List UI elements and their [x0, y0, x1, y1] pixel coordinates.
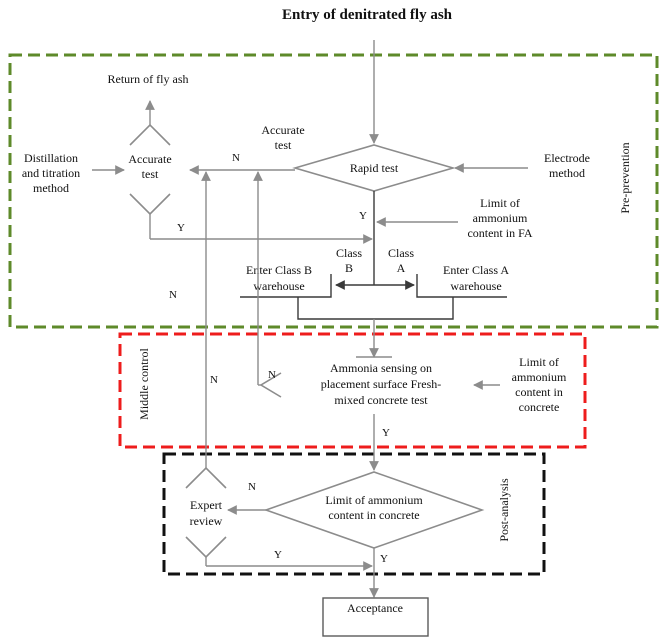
- edge-label-y-post: Y: [380, 553, 388, 565]
- class-a-line2: A: [397, 261, 406, 275]
- stage-label-middle-control: Middle control: [137, 348, 151, 420]
- pre-prevention-frame: [8, 53, 659, 329]
- class-a-line1: Class: [388, 246, 414, 260]
- accurate-test-node-top: [129, 123, 171, 146]
- distillation-line1: Distillation: [24, 151, 78, 165]
- edge-label-n-post: N: [248, 481, 256, 493]
- limit-decision-line1: Limit of ammonium: [325, 493, 423, 507]
- accurate-test-edge-line2: test: [275, 138, 292, 152]
- post-analysis-frame: [162, 452, 546, 576]
- limit-decision-diamond: [263, 471, 485, 549]
- edge-label-y-rapid: Y: [359, 210, 367, 222]
- edge-label-y-accurate: Y: [177, 222, 185, 234]
- edge-label-n-pre: N: [169, 289, 177, 301]
- limit-concrete-line1: Limit of: [519, 355, 559, 369]
- class-a-warehouse-bracket: [416, 274, 507, 298]
- expert-review-line1: Expert: [190, 498, 223, 512]
- limit-fa-line3: content in FA: [467, 226, 532, 240]
- edge-label-n-middle-left: N: [268, 369, 276, 381]
- diagram-title: Entry of denitrated fly ash: [282, 7, 453, 23]
- accurate-test-line1: Accurate: [128, 152, 171, 166]
- rapid-test-label: Rapid test: [350, 161, 399, 175]
- class-b-warehouse-bracket: [240, 274, 332, 298]
- ammonia-line2: placement surface Fresh-: [321, 377, 442, 391]
- edge-label-y-middle: Y: [382, 427, 390, 439]
- acceptance-label: Acceptance: [347, 601, 403, 615]
- warehouse-merge-bracket: [297, 297, 454, 320]
- limit-fa-line2: ammonium: [473, 211, 528, 225]
- edge-label-n-accurate: N: [232, 152, 240, 164]
- class-b-line1: Class: [336, 246, 362, 260]
- electrode-method-line1: Electrode: [544, 151, 590, 165]
- edge-label-n-middle: N: [210, 374, 218, 386]
- stage-label-pre-prevention: Pre-prevention: [618, 142, 632, 213]
- expert-review-line2: review: [190, 514, 223, 528]
- enter-class-a-line2: warehouse: [450, 279, 501, 293]
- enter-class-b-line1: Enter Class B: [246, 263, 312, 277]
- rapid-test-decision: [292, 144, 456, 192]
- limit-concrete-line3: content in: [515, 385, 563, 399]
- accurate-test-edge-line1: Accurate: [261, 123, 304, 137]
- accurate-test-node-bottom: [129, 193, 171, 216]
- expert-node-bottom: [185, 536, 227, 559]
- limit-decision-line2: content in concrete: [328, 508, 419, 522]
- edge-label-y-post-left: Y: [274, 549, 282, 561]
- accurate-test-line2: test: [142, 167, 159, 181]
- enter-class-a-line1: Enter Class A: [443, 263, 509, 277]
- distillation-line2: and titration: [22, 166, 80, 180]
- class-b-line2: B: [345, 261, 353, 275]
- ammonia-line3: mixed concrete test: [334, 393, 428, 407]
- enter-class-b-line2: warehouse: [253, 279, 304, 293]
- distillation-line3: method: [33, 181, 69, 195]
- limit-fa-line1: Limit of: [480, 196, 520, 210]
- ammonia-line1: Ammonia sensing on: [330, 361, 432, 375]
- middle-control-frame: [118, 332, 587, 449]
- acceptance-box: [322, 597, 429, 637]
- limit-concrete-line4: concrete: [519, 400, 560, 414]
- expert-node-top: [185, 466, 227, 489]
- electrode-method-line2: method: [549, 166, 585, 180]
- return-fly-ash-label: Return of fly ash: [108, 72, 189, 86]
- limit-concrete-line2: ammonium: [512, 370, 567, 384]
- stage-label-post-analysis: Post-analysis: [497, 478, 511, 542]
